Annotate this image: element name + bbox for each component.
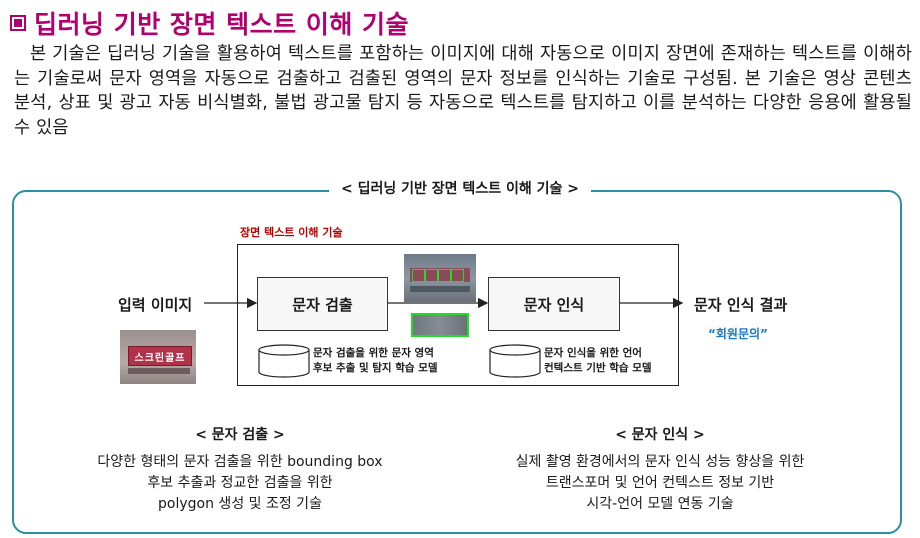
recog-section-body: 실제 촬영 환경에서의 문자 인식 성능 향상을 위한 트랜스포머 및 언어 컨… [455, 452, 865, 515]
input-image-label: 입력 이미지 [118, 296, 193, 314]
recog-process-box: 문자 인식 [488, 277, 620, 331]
inner-box-label: 장면 텍스트 이해 기술 [240, 226, 343, 239]
frame-title-wrap: < 딥러닝 기반 장면 텍스트 이해 기술 > [0, 178, 920, 198]
detect-model-database-icon [258, 344, 310, 378]
detect-model-line1: 문자 검출을 위한 문자 영역 [313, 347, 434, 359]
recog-section-line: 실제 촬영 환경에서의 문자 인식 성능 향상을 위한 [515, 454, 805, 470]
recog-section-title: < 문자 인식 > [615, 427, 705, 443]
page-title: 딥러닝 기반 장면 텍스트 이해 기술 [34, 10, 410, 39]
input-sign-text: 스크린골프 [134, 352, 186, 364]
description-paragraph: 본 기술은 딥러닝 기술을 활용하여 텍스트를 포함하는 이미지에 대해 자동으… [14, 44, 912, 138]
detect-process-box: 문자 검출 [257, 277, 388, 331]
input-image: 스크린골프 [120, 330, 196, 384]
recog-model-database-icon [489, 344, 541, 378]
output-label: 문자 인식 결과 [694, 296, 788, 314]
detection-image [404, 254, 476, 302]
square-bullet-icon [10, 15, 26, 31]
detect-section-title: < 문자 검출 > [195, 427, 285, 443]
detect-section-line: 다양한 형태의 문자 검출을 위한 bounding box [97, 454, 383, 470]
detect-section-line: polygon 생성 및 조정 기술 [158, 496, 322, 512]
recog-model-caption: 문자 인식을 위한 언어 컨텍스트 기반 학습 모델 [544, 346, 652, 376]
detect-model-caption: 문자 검출을 위한 문자 영역 후보 추출 및 탐지 학습 모델 [313, 346, 438, 376]
detect-section-body: 다양한 형태의 문자 검출을 위한 bounding box 후보 추출과 정교… [40, 452, 440, 515]
recog-model-line2: 컨텍스트 기반 학습 모델 [544, 362, 652, 374]
page-title-row: 딥러닝 기반 장면 텍스트 이해 기술 [10, 6, 409, 40]
detect-section-line: 후보 추출과 정교한 검출을 위한 [147, 475, 333, 491]
pipeline-box [237, 244, 679, 386]
frame-title: < 딥러닝 기반 장면 텍스트 이해 기술 > [329, 181, 591, 197]
output-result-value: “회원문의” [708, 327, 768, 341]
recog-section-line: 트랜스포머 및 언어 컨텍스트 정보 기반 [545, 475, 775, 491]
recog-model-line1: 문자 인식을 위한 언어 [544, 347, 642, 359]
detect-model-line2: 후보 추출 및 탐지 학습 모델 [313, 362, 438, 374]
detected-crop-image [411, 313, 469, 337]
recog-section-line: 시각-언어 모델 연동 기술 [586, 496, 734, 512]
